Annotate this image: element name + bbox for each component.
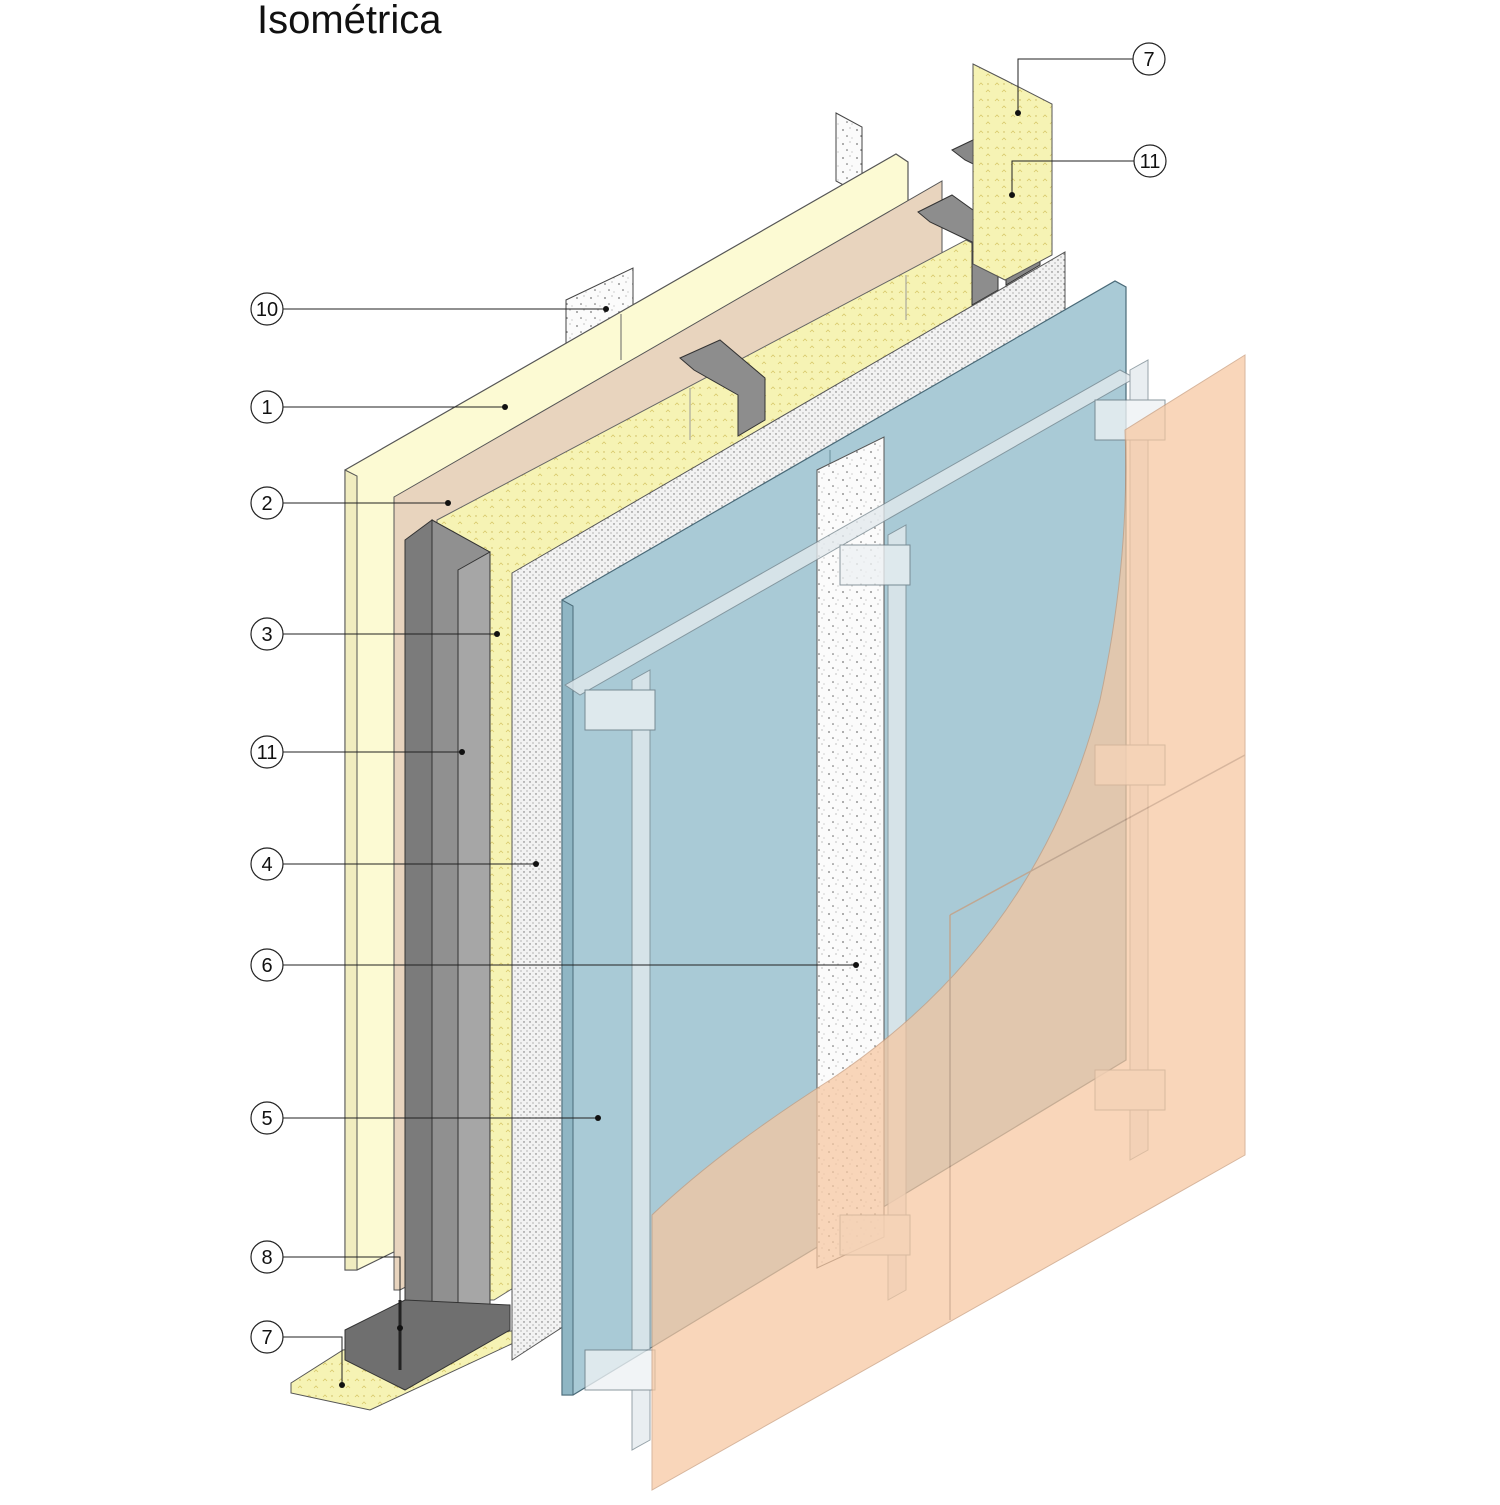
callout-3: 3 bbox=[250, 617, 500, 651]
bracket bbox=[584, 1349, 656, 1391]
callout-label: 6 bbox=[261, 955, 272, 977]
callout-label: 7 bbox=[261, 1327, 272, 1349]
callout-label: 5 bbox=[261, 1108, 272, 1130]
bracket bbox=[839, 544, 911, 586]
steel-stud-flange bbox=[457, 551, 491, 1321]
callouts: 7 11 10 1 bbox=[250, 42, 1167, 1388]
bottom-track-channel bbox=[344, 1299, 511, 1391]
cladding-joint-horizontal bbox=[949, 754, 1246, 916]
cladding-layer bbox=[651, 354, 1246, 1491]
callout-5: 5 bbox=[250, 1101, 601, 1135]
vertical-rail-left bbox=[631, 669, 651, 1451]
callout-label: 10 bbox=[256, 299, 278, 321]
diagram-title: Isométrica bbox=[257, 0, 442, 42]
callout-2: 2 bbox=[250, 486, 451, 520]
callout-label: 11 bbox=[1140, 151, 1161, 173]
gypsum-board-edge bbox=[344, 469, 358, 1271]
bracket bbox=[584, 689, 656, 731]
callout-label: 11 bbox=[257, 742, 278, 764]
callout-label: 3 bbox=[261, 624, 272, 646]
callout-6: 6 bbox=[250, 948, 859, 982]
steel-stud-front-face bbox=[404, 519, 433, 1391]
callout-7-top: 7 bbox=[1015, 42, 1166, 116]
callout-8: 8 bbox=[250, 1240, 403, 1331]
callout-label: 4 bbox=[261, 854, 272, 876]
callout-label: 8 bbox=[261, 1247, 272, 1269]
steel-stud-layer bbox=[404, 129, 1041, 1391]
callout-11: 11 bbox=[250, 735, 465, 769]
callout-label: 2 bbox=[261, 493, 272, 515]
steel-stud-mid-top bbox=[679, 339, 766, 437]
callout-label: 7 bbox=[1143, 49, 1154, 71]
callout-7-bottom: 7 bbox=[250, 1320, 345, 1388]
callout-10: 10 bbox=[250, 292, 609, 326]
callout-1: 1 bbox=[250, 390, 508, 424]
callout-label: 1 bbox=[261, 397, 272, 419]
callout-11-top: 11 bbox=[1009, 144, 1167, 198]
callout-4: 4 bbox=[250, 847, 539, 881]
sheathing-board-edge bbox=[561, 599, 574, 1396]
cladding-panel-cutaway bbox=[651, 354, 1246, 1491]
